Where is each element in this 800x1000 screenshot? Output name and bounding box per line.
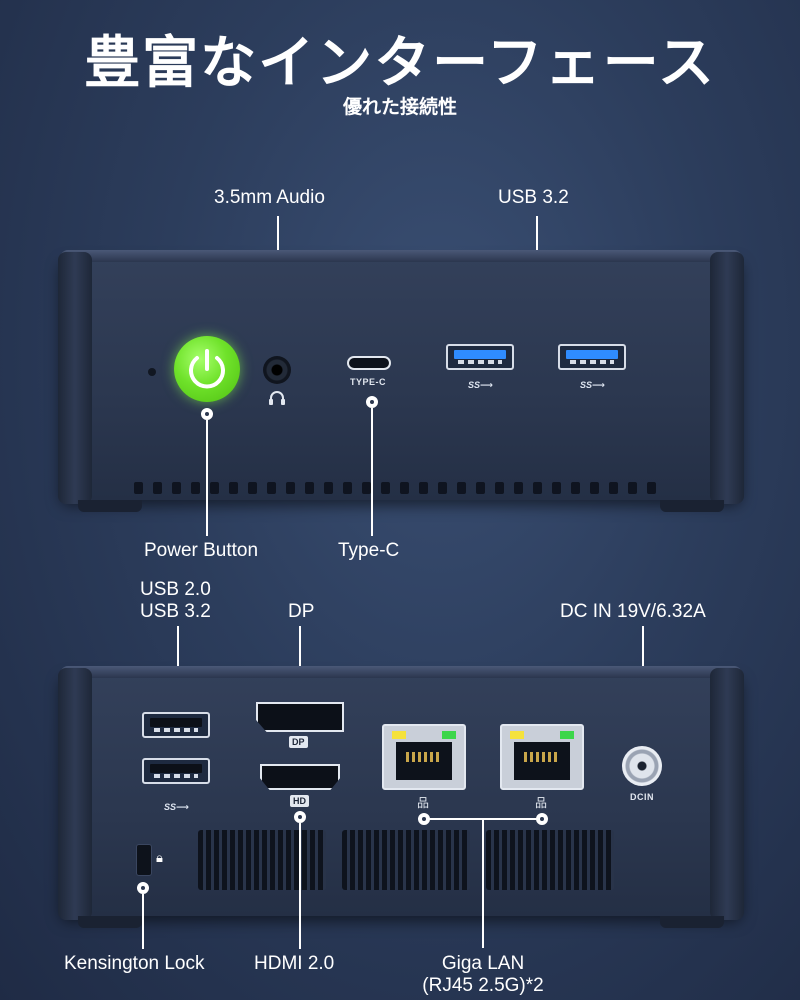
rear-right-strip (710, 668, 744, 920)
front-foot-left (78, 500, 142, 512)
network-icon: 品 (535, 796, 548, 810)
usb-ss-logo-1: SS⟶ (468, 380, 493, 390)
label-usb32-rear: USB 3.2 (140, 601, 211, 622)
lan-led-activity (510, 731, 524, 739)
lock-icon: 🔒︎ (156, 850, 163, 865)
typec-port (347, 356, 391, 370)
front-top-lip (60, 250, 742, 262)
kensington-slot (136, 844, 152, 876)
lan-port-1 (382, 724, 466, 790)
usb-pins (570, 360, 614, 364)
rear-left-strip (58, 668, 92, 920)
hdmi-port (260, 764, 340, 790)
connector-typec (371, 408, 373, 536)
rear-device: SS⟶ DP HD 品 品 DCIN 🔒︎ (58, 666, 744, 920)
typec-marking: TYPE-C (350, 377, 387, 387)
rear-top-lip (60, 666, 742, 678)
dcin-marking: DCIN (630, 792, 654, 802)
front-vents (134, 482, 656, 494)
usb-pins (154, 774, 198, 778)
usb-tongue (150, 764, 202, 773)
front-right-strip (710, 252, 744, 504)
vent-grille-2 (342, 830, 470, 890)
marker-power (201, 408, 213, 420)
label-dcin: DC IN 19V/6.32A (560, 601, 706, 622)
label-hdmi: HDMI 2.0 (254, 953, 335, 974)
usb-tongue (150, 718, 202, 727)
front-left-strip (58, 252, 92, 504)
lan-pins (524, 752, 560, 762)
lan-pins (406, 752, 442, 762)
label-usb32-front: USB 3.2 (498, 187, 569, 208)
dp-port (256, 702, 344, 732)
usb-pins (458, 360, 502, 364)
marker-lan-2 (536, 813, 548, 825)
label-dp: DP (288, 601, 315, 622)
label-kensington: Kensington Lock (64, 953, 205, 974)
usb-tongue (566, 350, 618, 359)
connector-dp (299, 626, 301, 688)
power-button[interactable] (174, 336, 240, 402)
status-led (148, 368, 156, 376)
label-usb20: USB 2.0 (140, 579, 211, 600)
usb32-front-port-1 (446, 344, 514, 370)
connector-usb-rear (177, 626, 179, 698)
page-title: 豊富なインターフェース (84, 31, 716, 96)
usb-pins (154, 728, 198, 732)
front-device: TYPE-C SS⟶ SS⟶ (58, 250, 744, 504)
label-lan-line2: (RJ45 2.5G)*2 (422, 975, 544, 996)
connector-hdmi (299, 823, 301, 949)
connector-kensington (142, 894, 144, 949)
network-icon: 品 (417, 796, 430, 810)
audio-jack (263, 356, 291, 384)
usb-ss-logo-2: SS⟶ (580, 380, 605, 390)
label-audio: 3.5mm Audio (214, 187, 325, 208)
usb32-front-port-2 (558, 344, 626, 370)
marker-kensington (137, 882, 149, 894)
hdmi-marking: HD (290, 795, 309, 807)
label-typec: Type-C (338, 540, 400, 561)
usb20-rear-port (142, 712, 210, 738)
lan-led-activity (392, 731, 406, 739)
dp-marking: DP (289, 736, 308, 748)
usb-ss-logo-rear: SS⟶ (164, 802, 189, 812)
page-subtitle: 優れた接続性 (342, 96, 457, 118)
vent-grille-3 (486, 830, 614, 890)
rear-foot-left (78, 916, 142, 928)
label-lan-line1: Giga LAN (441, 953, 525, 974)
marker-lan-1 (418, 813, 430, 825)
lan-port-2 (500, 724, 584, 790)
marker-hdmi (294, 811, 306, 823)
headphone-icon (269, 391, 285, 405)
marker-typec (366, 396, 378, 408)
connector-lan (482, 818, 484, 948)
usb-tongue (454, 350, 506, 359)
lan-led-link (560, 731, 574, 739)
lan-led-link (442, 731, 456, 739)
dcin-port (622, 746, 662, 786)
label-power-button: Power Button (144, 540, 259, 561)
usb32-rear-port (142, 758, 210, 784)
power-icon (189, 349, 225, 389)
rear-foot-right (660, 916, 724, 928)
vent-grille-1 (198, 830, 326, 890)
front-foot-right (660, 500, 724, 512)
connector-power (206, 420, 208, 536)
